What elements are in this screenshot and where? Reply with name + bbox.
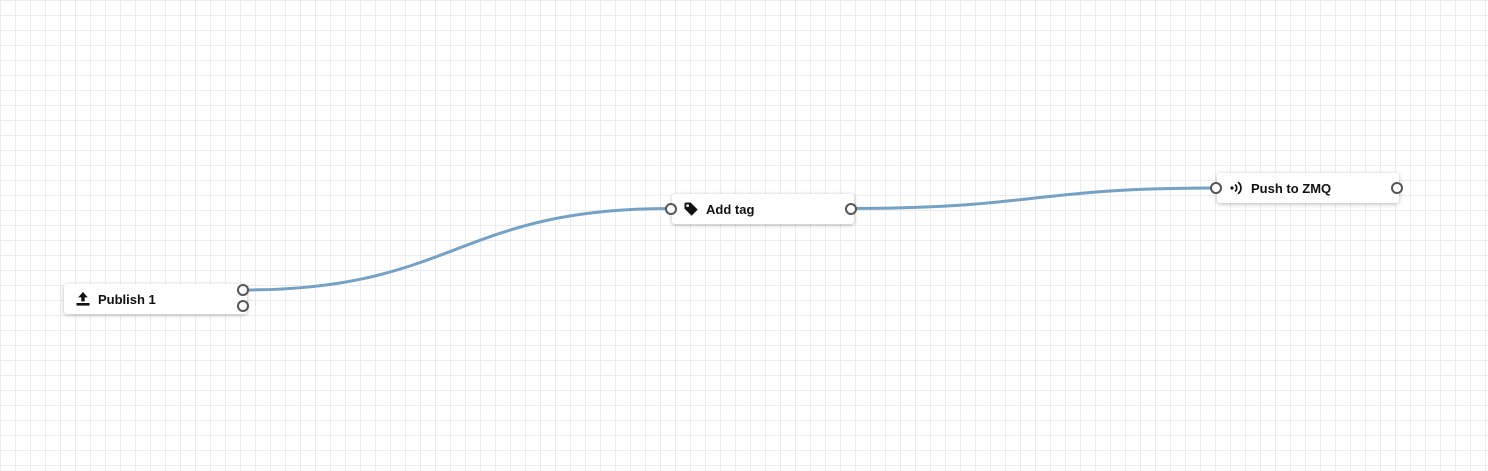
node-add-tag[interactable]: Add tag bbox=[665, 194, 857, 224]
input-port[interactable] bbox=[665, 203, 677, 215]
node-label: Push to ZMQ bbox=[1251, 180, 1332, 196]
output-port[interactable] bbox=[1391, 182, 1403, 194]
upload-icon bbox=[75, 291, 91, 307]
broadcast-icon bbox=[1228, 180, 1244, 196]
node-publish-1[interactable]: Publish 1 bbox=[64, 284, 249, 314]
node-label: Add tag bbox=[706, 201, 755, 217]
output-port[interactable] bbox=[845, 203, 857, 215]
output-port-1[interactable] bbox=[237, 284, 249, 296]
input-port[interactable] bbox=[1210, 182, 1222, 194]
tag-icon bbox=[683, 201, 699, 217]
node-push-to-zmq[interactable]: Push to ZMQ bbox=[1210, 173, 1403, 203]
node-label: Publish 1 bbox=[98, 291, 156, 307]
output-port-2[interactable] bbox=[237, 300, 249, 312]
